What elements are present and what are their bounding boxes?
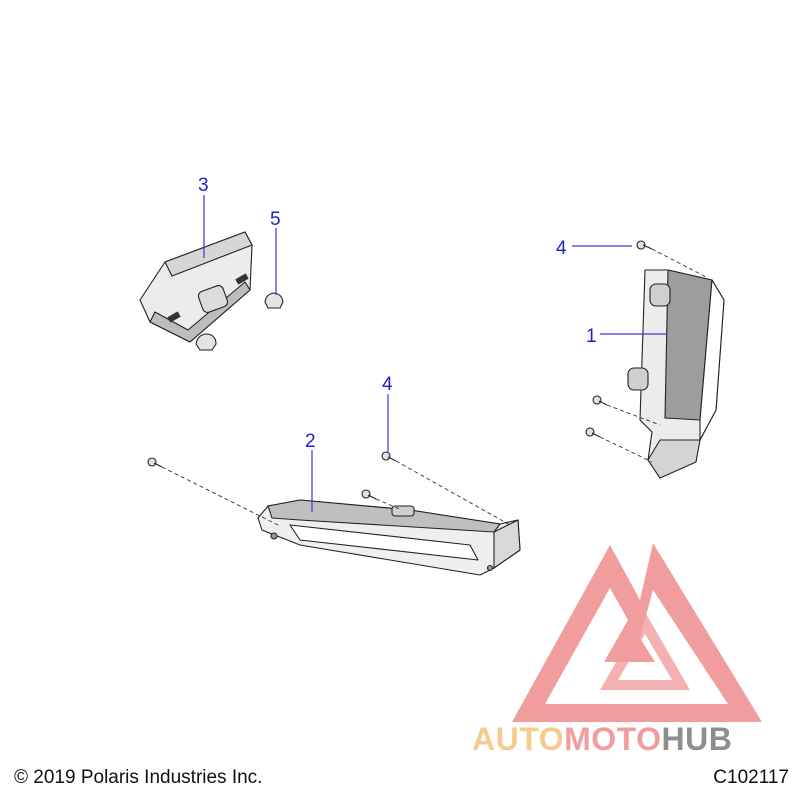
watermark-inner-icon	[600, 612, 690, 690]
callout-5: 5	[270, 209, 281, 230]
assembly-lines	[161, 248, 709, 527]
callout-4-center: 4	[382, 374, 393, 395]
watermark-logo: AUTOMOTOHUB	[472, 543, 762, 757]
callout-1: 1	[586, 326, 597, 347]
part-5-grommet-a	[264, 292, 284, 309]
part-5-grommet-b	[195, 333, 217, 351]
callout-4-right: 4	[556, 238, 567, 259]
callout-leaders	[203, 195, 667, 512]
screw-6	[361, 489, 377, 500]
screw-2	[592, 395, 608, 406]
copyright-text: © 2019 Polaris Industries Inc.	[14, 767, 262, 788]
diagram-code: C102117	[713, 767, 789, 788]
screw-1	[636, 240, 653, 250]
part-1-tall-lamp	[627, 269, 725, 479]
screw-3	[585, 427, 601, 438]
svg-text:AUTOMOTOHUB: AUTOMOTOHUB	[472, 721, 732, 757]
watermark-brand-moto: MOTO	[564, 721, 661, 757]
callout-3: 3	[198, 175, 209, 196]
screw-4	[147, 457, 163, 468]
callout-2: 2	[305, 431, 316, 452]
watermark-brand-auto: AUTO	[472, 721, 564, 757]
part-2-long-lamp	[257, 499, 521, 576]
screw-5	[381, 451, 397, 462]
watermark-brand-hub: HUB	[661, 721, 732, 757]
part-3-lamp-housing	[139, 231, 253, 343]
